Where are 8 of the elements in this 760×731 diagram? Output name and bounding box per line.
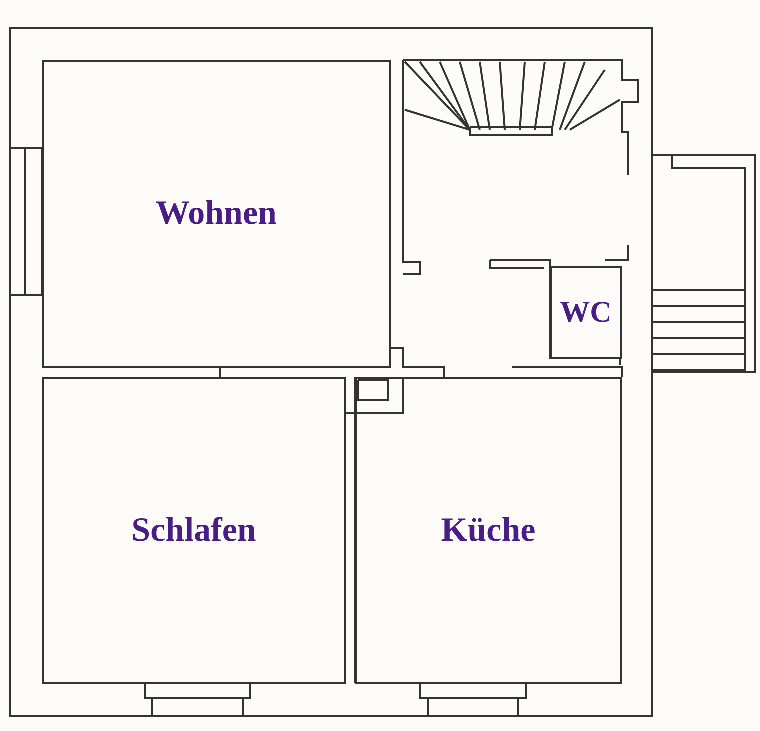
room-label: Schlafen (132, 512, 256, 550)
room-outline (42, 60, 391, 368)
room-outline (355, 377, 622, 684)
room-outline (550, 266, 622, 359)
room-label: Wohnen (156, 195, 277, 233)
room-label: WC (560, 296, 612, 330)
room-label: Küche (441, 512, 536, 550)
room-outline (42, 377, 346, 684)
